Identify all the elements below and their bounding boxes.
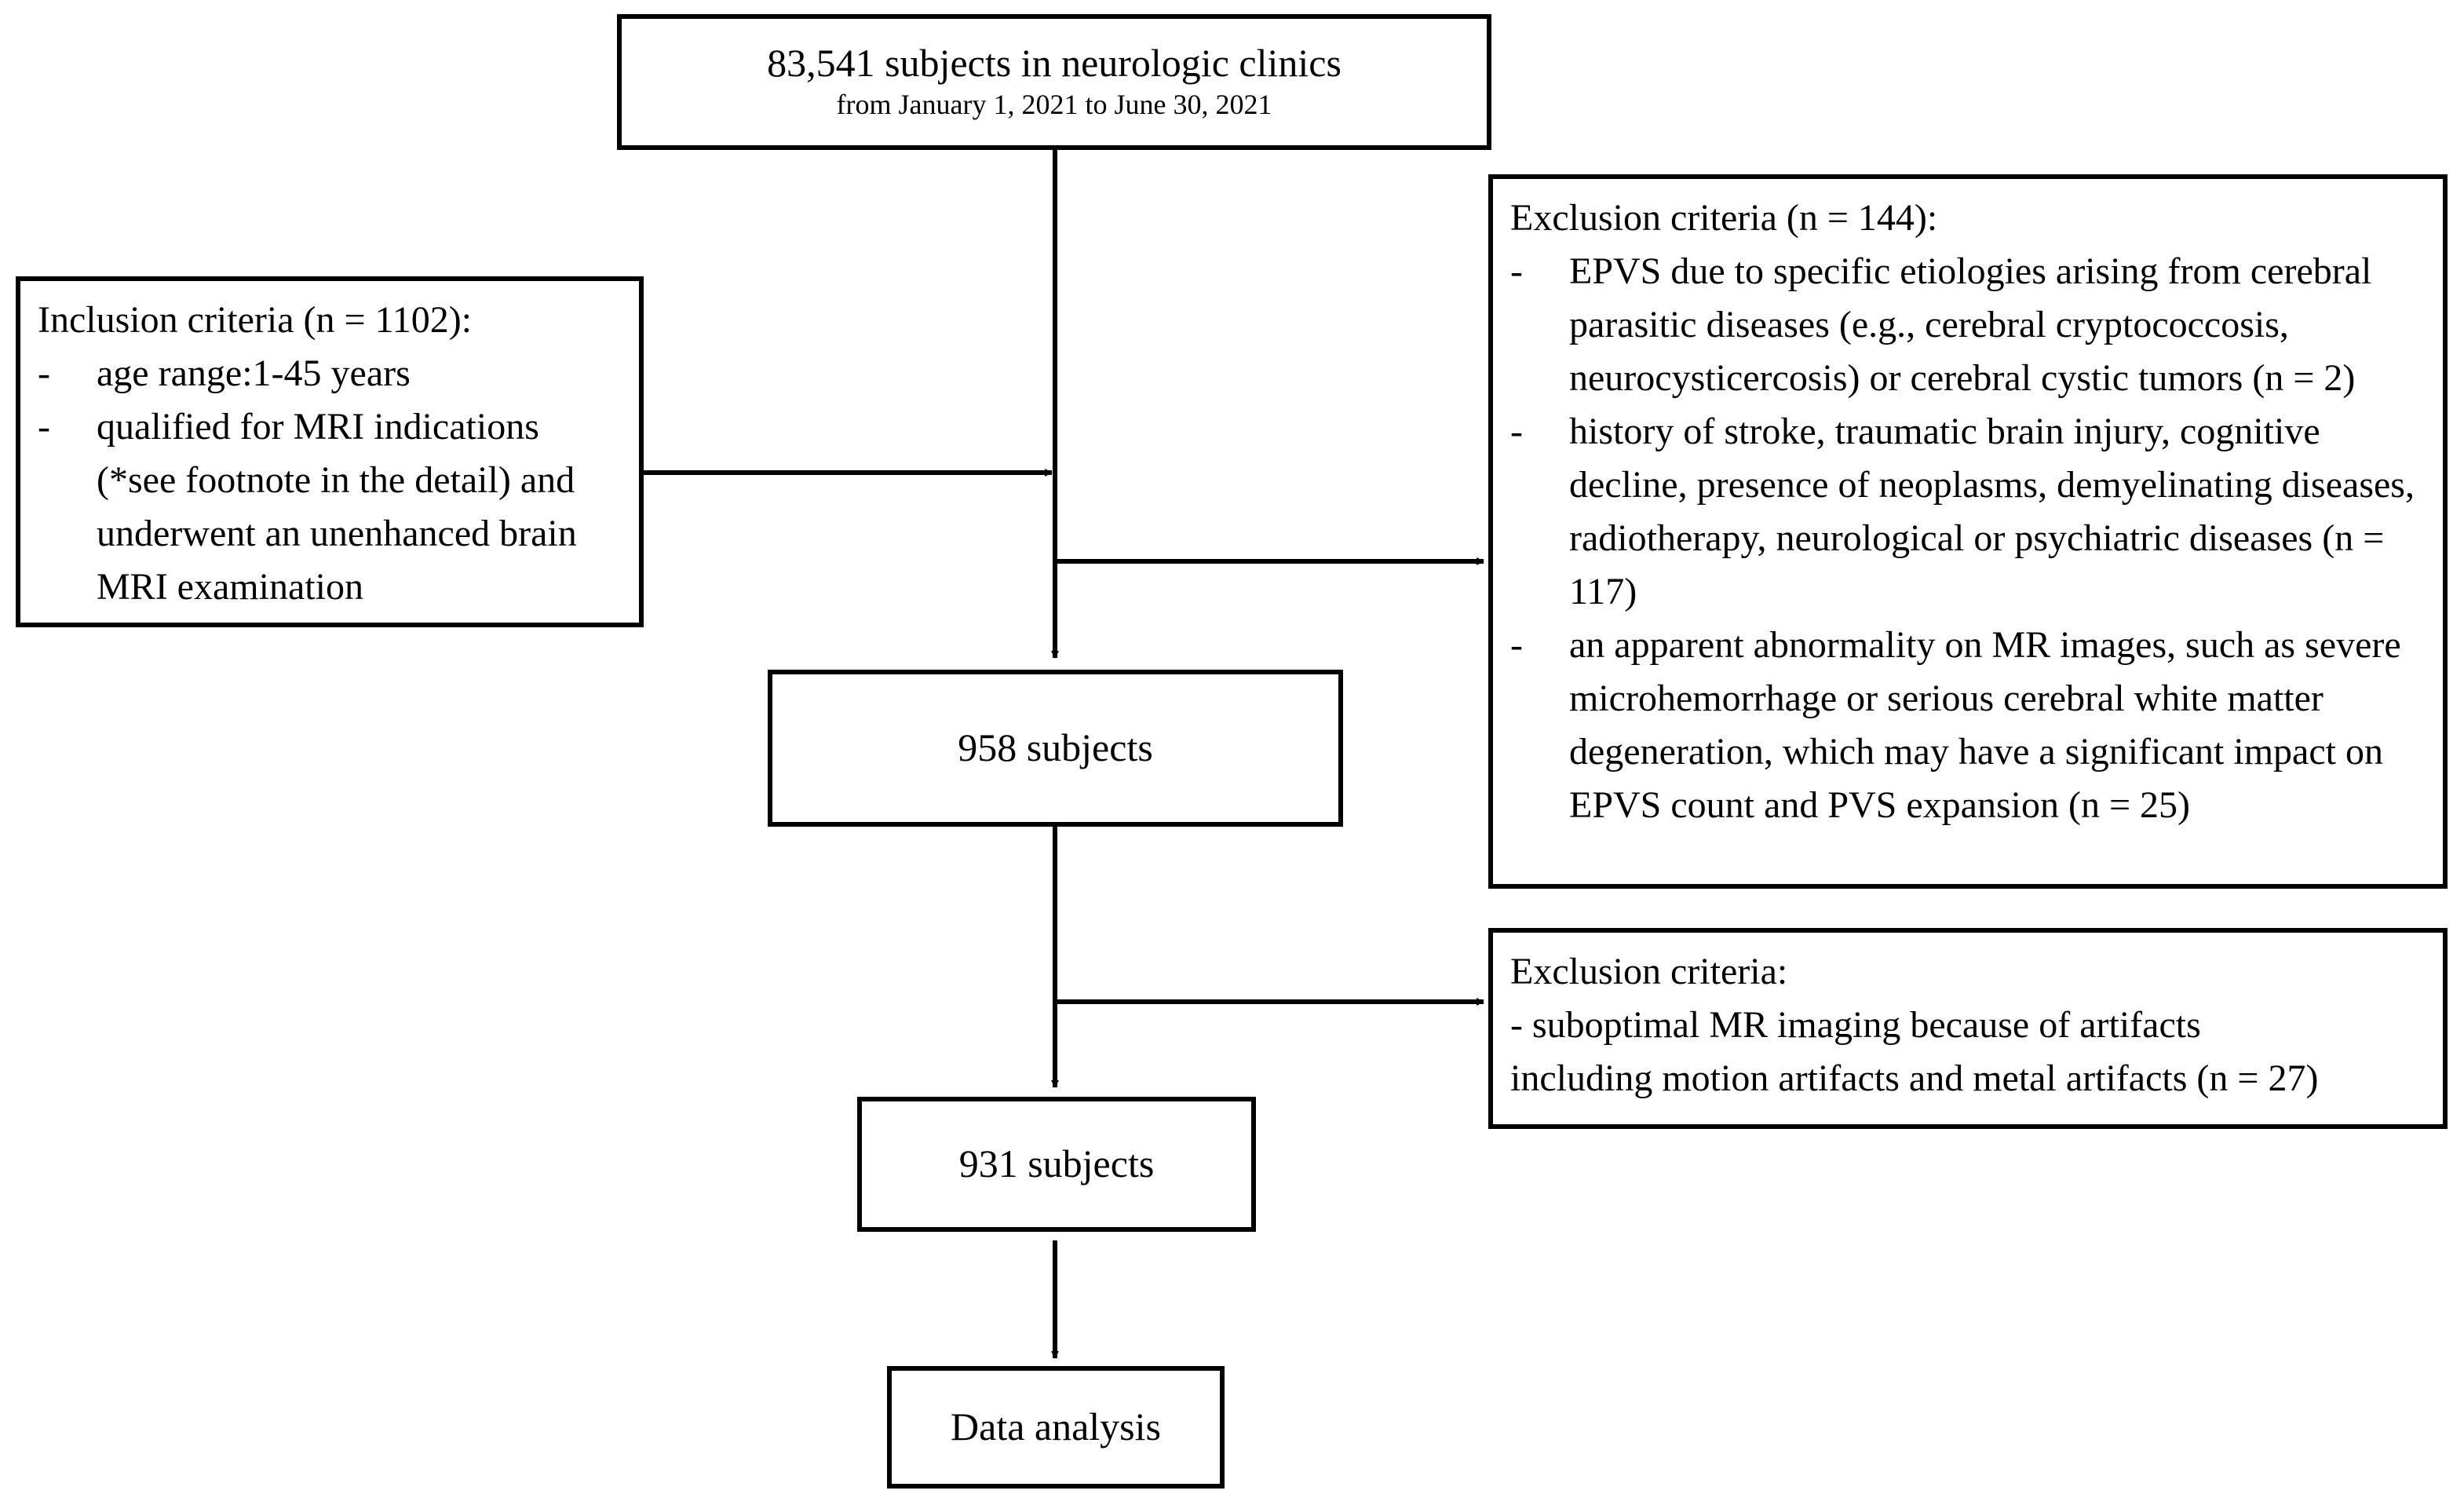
subjects-931-label: 931 subjects [958,1142,1155,1186]
data-analysis-label: Data analysis [951,1405,1161,1449]
exclusion-item: - history of stroke, traumatic brain inj… [1510,405,2427,619]
top-box-date-range: from January 1, 2021 to June 30, 2021 [836,88,1272,120]
exclusion-item-text: EPVS due to specific etiologies arising … [1569,250,2372,399]
exclusion-criteria-title: Exclusion criteria (n = 144): [1510,197,1938,239]
inclusion-item: - qualified for MRI indications (*see fo… [38,400,623,614]
subjects-958-box: 958 subjects [768,670,1343,827]
data-analysis-box: Data analysis [887,1366,1225,1489]
inclusion-item: - age range:1-45 years [38,347,623,400]
subjects-931-box: 931 subjects [857,1097,1256,1232]
exclusion-item: - EPVS due to specific etiologies arisin… [1510,245,2427,405]
exclusion2-line2: including motion artifacts and metal art… [1510,1058,2319,1099]
subjects-958-label: 958 subjects [958,725,1153,770]
exclusion-item: - an apparent abnormality on MR images, … [1510,619,2427,832]
exclusion2-title: Exclusion criteria: [1510,951,1788,992]
exclusion-criteria-box-2: Exclusion criteria: - suboptimal MR imag… [1488,928,2448,1129]
inclusion-criteria-box: Inclusion criteria (n = 1102): - age ran… [16,276,644,627]
exclusion-item-text: an apparent abnormality on MR images, su… [1569,624,2401,826]
top-subjects-box: 83,541 subjects in neurologic clinics fr… [617,14,1491,150]
inclusion-item-text: qualified for MRI indications (*see foot… [97,406,577,608]
inclusion-item-text: age range:1-45 years [97,353,411,394]
exclusion-criteria-box-1: Exclusion criteria (n = 144): - EPVS due… [1488,174,2448,889]
top-box-title: 83,541 subjects in neurologic clinics [767,41,1342,86]
inclusion-criteria-title: Inclusion criteria (n = 1102): [38,299,473,341]
exclusion2-line1: - suboptimal MR imaging because of artif… [1510,1004,2201,1046]
exclusion-item-text: history of stroke, traumatic brain injur… [1569,411,2415,612]
